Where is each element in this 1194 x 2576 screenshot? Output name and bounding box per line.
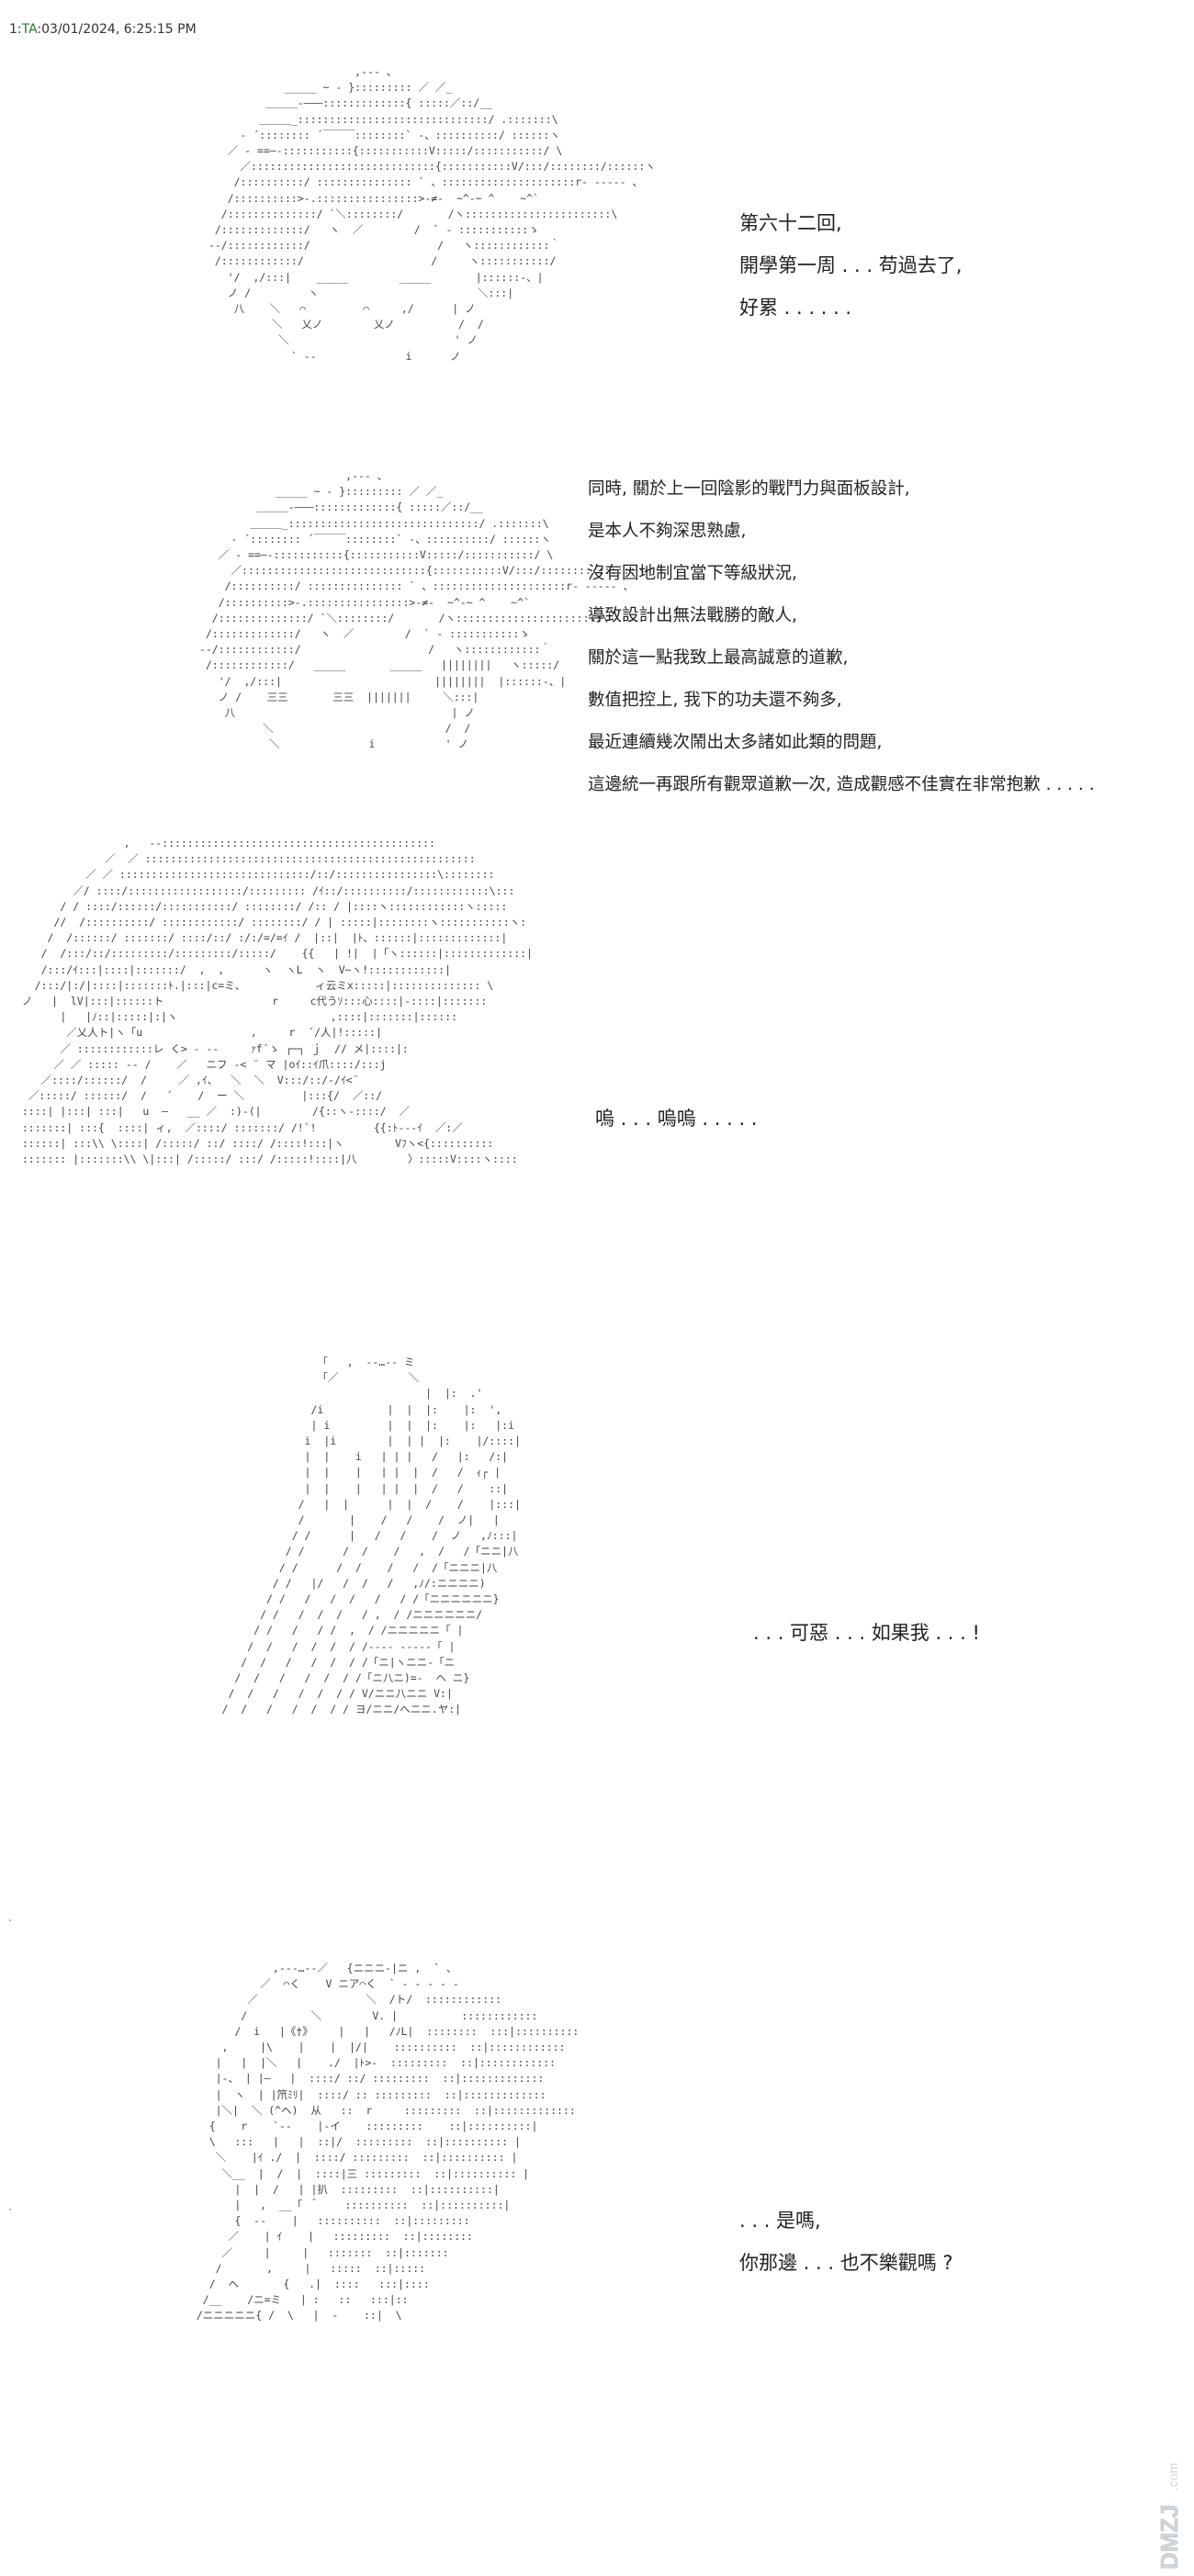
ascii-art-panel-5: ,-‐‐…‐-／ {ニニニ-|ニ , ` 、 ／ ⌒く V ニア⌒く ` ‐ ‐… — [196, 1962, 580, 2323]
caption-panel-5: . . . 是嗎, 你那邊 . . . 也不樂觀嗎 ? — [739, 2199, 953, 2284]
caption-panel-3: 嗚 . . . 嗚嗚 . . . . . — [595, 1097, 757, 1140]
stray-dot — [9, 1919, 11, 1921]
caption-line: 你那邊 . . . 也不樂觀嗎 ? — [739, 2252, 953, 2274]
panel-2: ,-‐- 、 _____ ~ - }::::::::: ／ ／_ ＿＿＿-―――… — [0, 459, 1194, 817]
post-header: 1:TA:03/01/2024, 6:25:15 PM — [9, 22, 197, 37]
caption-line: 是本人不夠深思熟慮, — [588, 522, 747, 541]
panel-3: , -‐::::::::::::::::::::::::::::::::::::… — [0, 827, 1194, 1322]
caption-line: 第六十二回, — [739, 212, 842, 234]
caption-line: 最近連續幾次鬧出太多諸如此類的問題, — [588, 733, 883, 752]
caption-panel-2: 同時, 關於上一回陰影的戰鬥力與面板設計, 是本人不夠深思熟慮, 沒有因地制宜當… — [588, 468, 1095, 806]
caption-line: 同時, 關於上一回陰影的戰鬥力與面板設計, — [588, 479, 910, 499]
stray-dot — [9, 2209, 11, 2210]
caption-line: 沒有因地制宜當下等級狀況, — [588, 564, 797, 583]
panel-5: ,-‐‐…‐-／ {ニニニ-|ニ , ` 、 ／ ⌒く V ニア⌒く ` ‐ ‐… — [0, 1952, 1194, 2576]
poster-name[interactable]: TA — [21, 22, 38, 37]
caption-line: . . . 可惡 . . . 如果我 . . . ! — [753, 1622, 980, 1644]
svg-text:DMZJ: DMZJ — [1155, 2504, 1183, 2570]
caption-panel-1: 第六十二回, 開學第一周 . . . 苟過去了, 好累 . . . . . . — [739, 202, 962, 329]
ascii-art-panel-2: ,-‐- 、 _____ ~ - }::::::::: ／ ／_ ＿＿＿-―――… — [198, 469, 647, 751]
caption-panel-4: . . . 可惡 . . . 如果我 . . . ! — [753, 1612, 980, 1654]
post-index: 1: — [9, 22, 22, 37]
caption-line: 開學第一周 . . . 苟過去了, — [739, 254, 963, 276]
caption-line: 數值把控上, 我下的功夫還不夠多, — [588, 691, 842, 710]
svg-text:.com: .com — [1166, 2463, 1180, 2491]
ascii-art-panel-3: , -‐::::::::::::::::::::::::::::::::::::… — [21, 837, 533, 1166]
post-timestamp: :03/01/2024, 6:25:15 PM — [37, 22, 197, 37]
caption-line: . . . 是嗎, — [739, 2210, 821, 2232]
panel-1: ,-‐- 、 _____ ~ - }::::::::: ／ ／_ ＿＿＿-―――… — [0, 55, 1194, 441]
caption-line: 好累 . . . . . . — [739, 297, 852, 319]
ascii-art-panel-1: ,-‐- 、 _____ ~ - }::::::::: ／ ／_ ＿＿＿-―――… — [208, 65, 656, 363]
caption-line: 嗚 . . . 嗚嗚 . . . . . — [595, 1108, 758, 1130]
caption-line: 這邊統一再跟所有觀眾道歉一次, 造成觀感不佳實在非常抱歉 . . . . . — [588, 775, 1095, 794]
ascii-art-panel-4: 「 , ‐‐…‐‐ ミ 「／ ＼ | |: .' /i | | |: |: ',… — [221, 1355, 521, 1716]
caption-line: 導致設計出無法戰勝的敵人, — [588, 606, 797, 625]
panel-4: 「 , ‐‐…‐‐ ミ 「／ ＼ | |: .' /i | | |: |: ',… — [0, 1345, 1194, 1921]
dmzj-watermark-logo: DMZJ .com — [1155, 2463, 1183, 2570]
caption-line: 關於這一點我致上最高誠意的道歉, — [588, 648, 849, 668]
